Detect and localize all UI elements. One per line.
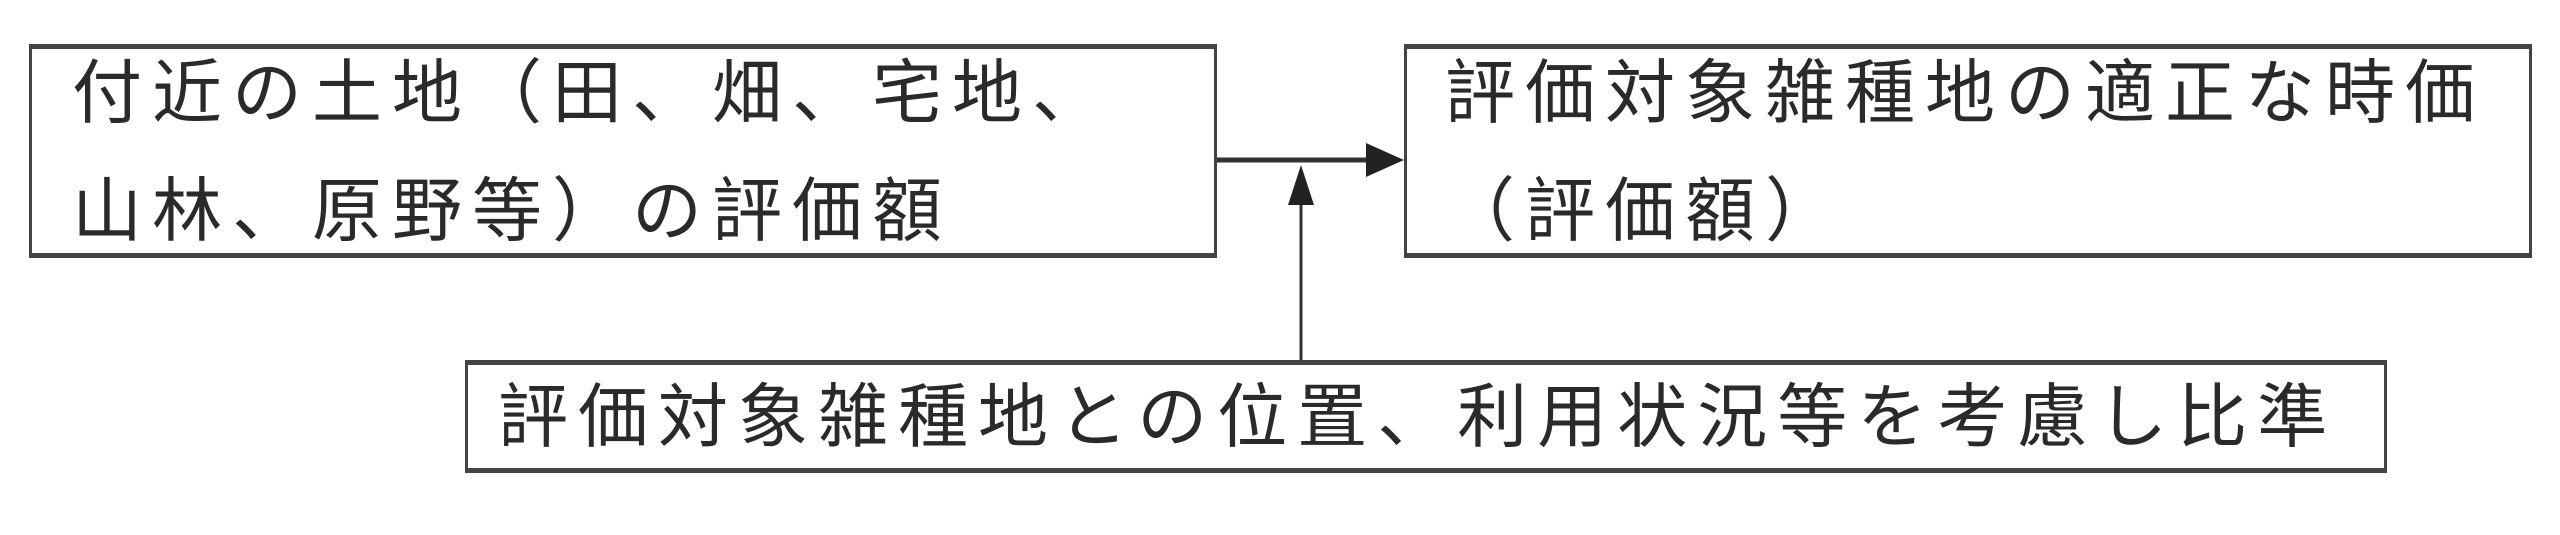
adjustment-line-1: 評価対象雑種地との位置、利用状況等を考慮し比準 bbox=[498, 376, 2338, 458]
target-valuation-box: 評価対象雑種地の適正な時価 （評価額） bbox=[1404, 44, 2532, 258]
target-line-2: （評価額） bbox=[1445, 170, 1845, 252]
adjustment-box: 評価対象雑種地との位置、利用状況等を考慮し比準 bbox=[465, 360, 2387, 473]
source-valuation-box: 付近の土地（田、畑、宅地、 山林、原野等）の評価額 bbox=[29, 44, 1217, 258]
right-arrowhead-icon bbox=[1366, 143, 1404, 177]
source-line-1: 付近の土地（田、畑、宅地、 bbox=[72, 52, 1112, 134]
target-line-1: 評価対象雑種地の適正な時価 bbox=[1445, 52, 2485, 134]
up-arrowhead-icon bbox=[1288, 165, 1314, 205]
source-line-2: 山林、原野等）の評価額 bbox=[72, 170, 952, 252]
